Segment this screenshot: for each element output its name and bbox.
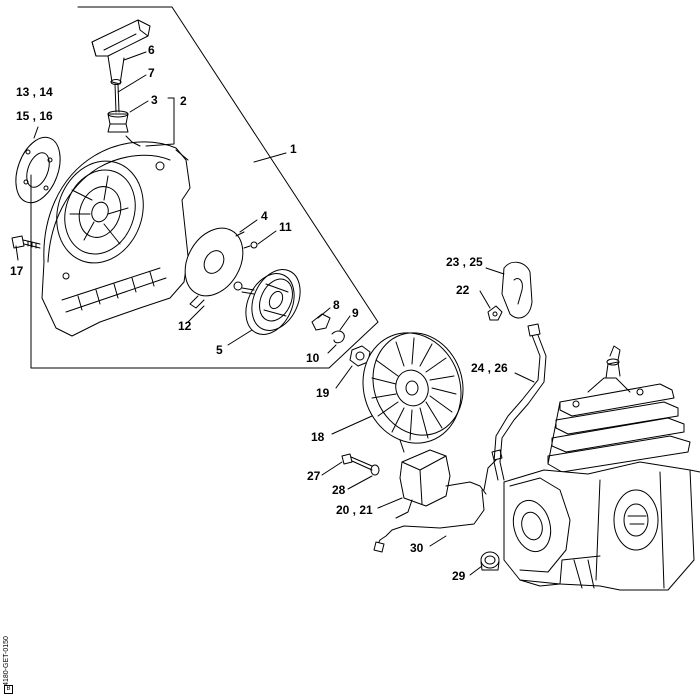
part-label-9: 9 xyxy=(352,306,359,320)
fan-housing-drawing xyxy=(41,135,191,337)
part-label-18: 18 xyxy=(311,430,325,444)
part-label-2: 2 xyxy=(180,94,187,108)
part-label-17: 17 xyxy=(10,264,24,278)
part-label-8: 8 xyxy=(333,298,340,312)
part-label-3: 3 xyxy=(151,93,158,107)
pawl-drawing xyxy=(311,313,331,331)
starter-rope-drawing xyxy=(114,83,120,113)
screw-17-drawing xyxy=(11,235,41,249)
part-label-5: 5 xyxy=(216,343,223,357)
corner-symbol: B xyxy=(4,685,13,694)
screw-27-drawing xyxy=(341,453,373,471)
washer-drawing xyxy=(15,136,61,204)
part-label-1: 1 xyxy=(290,142,297,156)
starter-handle-drawing xyxy=(91,19,151,85)
part-label-20-21: 20 , 21 xyxy=(336,503,373,517)
rewind-spring-drawing xyxy=(184,227,245,309)
trigger-screw-drawing xyxy=(487,305,503,321)
spring-clip-drawing xyxy=(331,330,345,344)
part-label-12: 12 xyxy=(178,319,192,333)
ignition-module-drawing xyxy=(395,449,487,519)
part-label-22: 22 xyxy=(456,283,470,297)
screw-11-drawing xyxy=(243,241,258,249)
part-label-6: 6 xyxy=(148,43,155,57)
part-label-15-16: 15 , 16 xyxy=(16,109,53,123)
part-label-11: 11 xyxy=(279,220,292,234)
washer-28-drawing xyxy=(370,464,380,476)
part-label-30: 30 xyxy=(410,541,424,555)
throttle-trigger-drawing xyxy=(501,261,533,319)
rubber-plug-drawing xyxy=(480,551,500,571)
throttle-cable-drawing xyxy=(493,323,547,481)
part-label-4: 4 xyxy=(261,209,268,223)
rope-guide-drawing xyxy=(107,110,129,133)
part-label-24-26: 24 , 26 xyxy=(471,361,508,375)
part-label-27: 27 xyxy=(307,469,321,483)
leader-lines xyxy=(15,51,535,576)
screw-12-drawing xyxy=(233,281,255,295)
drawing-code-block: 4180-GET-0150 B xyxy=(1,628,15,698)
flywheel-drawing xyxy=(362,332,464,453)
assembly-group-outline xyxy=(30,6,379,369)
rope-rotor-drawing xyxy=(245,269,301,335)
part-label-10: 10 xyxy=(306,351,320,365)
part-label-19: 19 xyxy=(316,386,330,400)
part-label-28: 28 xyxy=(332,483,346,497)
part-label-23-25: 23 , 25 xyxy=(446,255,483,269)
part-label-7: 7 xyxy=(148,66,155,80)
engine-drawing xyxy=(503,345,700,591)
part-label-13-14: 13 , 14 xyxy=(16,85,53,99)
part-label-29: 29 xyxy=(452,569,466,583)
